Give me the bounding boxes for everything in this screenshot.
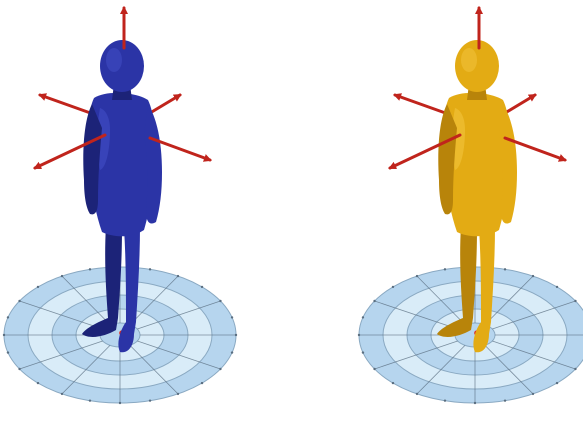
platform-tick-5: [504, 399, 506, 401]
platform-tick-23: [231, 316, 233, 318]
platform-tick-14: [373, 300, 375, 302]
platform-tick-9: [37, 382, 39, 384]
platform-tick-12: [358, 334, 360, 336]
platform-tick-3: [201, 382, 203, 384]
platform-tick-14: [18, 300, 20, 302]
platform-tick-16: [61, 275, 63, 277]
platform-tick-7: [444, 399, 446, 401]
platform-tick-19: [149, 268, 151, 270]
figure-right: [358, 8, 583, 404]
platform-tick-20: [177, 275, 179, 277]
head: [455, 40, 499, 92]
platform-tick-6: [119, 402, 121, 404]
platform-tick-22: [219, 300, 221, 302]
platform-tick-12: [3, 334, 5, 336]
platform-tick-2: [574, 368, 576, 370]
platform-tick-13: [362, 316, 364, 318]
platform-tick-17: [89, 268, 91, 270]
platform-tick-10: [373, 368, 375, 370]
head: [100, 40, 144, 92]
platform-tick-4: [532, 393, 534, 395]
head-highlight: [461, 48, 477, 72]
platform-tick-3: [556, 382, 558, 384]
platform-tick-0: [235, 334, 237, 336]
platform-tick-15: [37, 286, 39, 288]
head-highlight: [106, 48, 122, 72]
platform-tick-8: [416, 393, 418, 395]
platform-tick-7: [89, 399, 91, 401]
platform-tick-19: [504, 268, 506, 270]
platform-tick-13: [7, 316, 9, 318]
platform-tick-16: [416, 275, 418, 277]
platform-tick-4: [177, 393, 179, 395]
platform-tick-11: [7, 351, 9, 353]
platform-tick-6: [474, 402, 476, 404]
platform-tick-10: [18, 368, 20, 370]
platform-tick-11: [362, 351, 364, 353]
platform-tick-2: [219, 368, 221, 370]
platform-tick-8: [61, 393, 63, 395]
figure-left: [3, 8, 237, 404]
platform-tick-21: [556, 286, 558, 288]
platform-tick-22: [574, 300, 576, 302]
platform-tick-5: [149, 399, 151, 401]
platform-tick-9: [392, 382, 394, 384]
platform-tick-15: [392, 286, 394, 288]
platform-tick-21: [201, 286, 203, 288]
platform-tick-17: [444, 268, 446, 270]
platform-tick-20: [532, 275, 534, 277]
platform-tick-1: [231, 351, 233, 353]
